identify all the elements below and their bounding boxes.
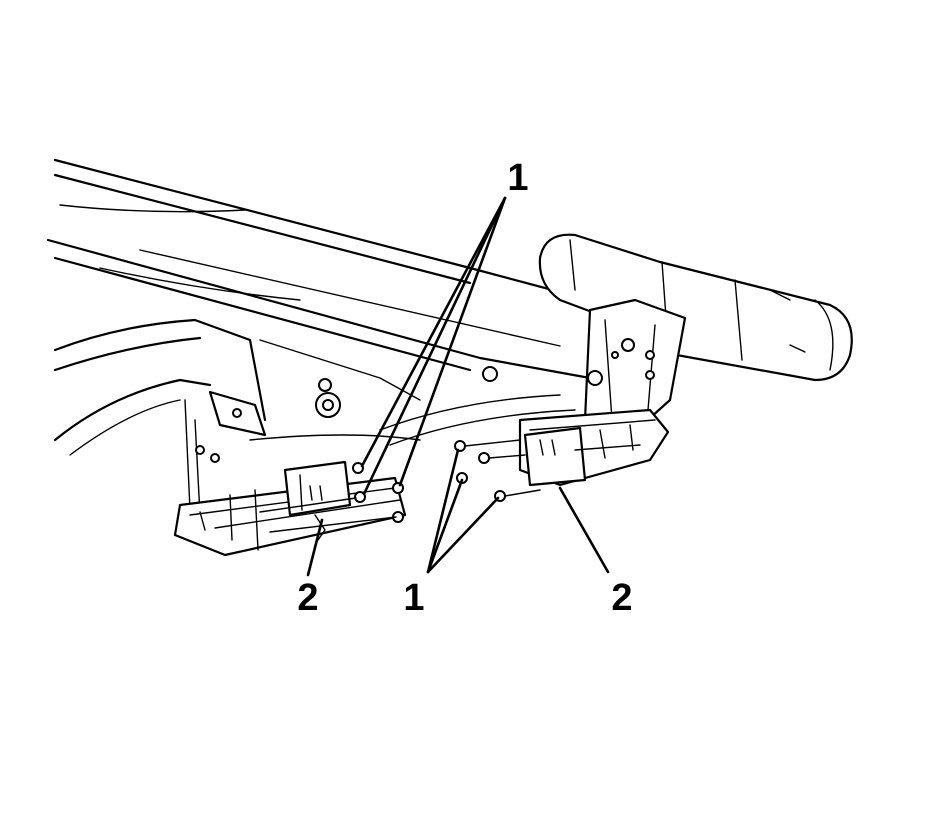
left-lower-bracket — [173, 460, 407, 557]
left-fasteners — [259, 462, 404, 533]
steering-column — [538, 233, 853, 382]
callout-label-top-fasteners: 1 — [507, 157, 528, 199]
right-support-bracket — [482, 298, 687, 430]
cross-car-beam — [46, 158, 592, 380]
right-lower-bracket — [518, 408, 670, 487]
callout-leaders — [306, 196, 610, 577]
callout-label-right-bracket: 2 — [611, 577, 632, 619]
callout-label-left-bracket: 2 — [297, 577, 318, 619]
callout-label-bottom-fasteners: 1 — [403, 577, 424, 619]
center-floor — [379, 394, 576, 446]
